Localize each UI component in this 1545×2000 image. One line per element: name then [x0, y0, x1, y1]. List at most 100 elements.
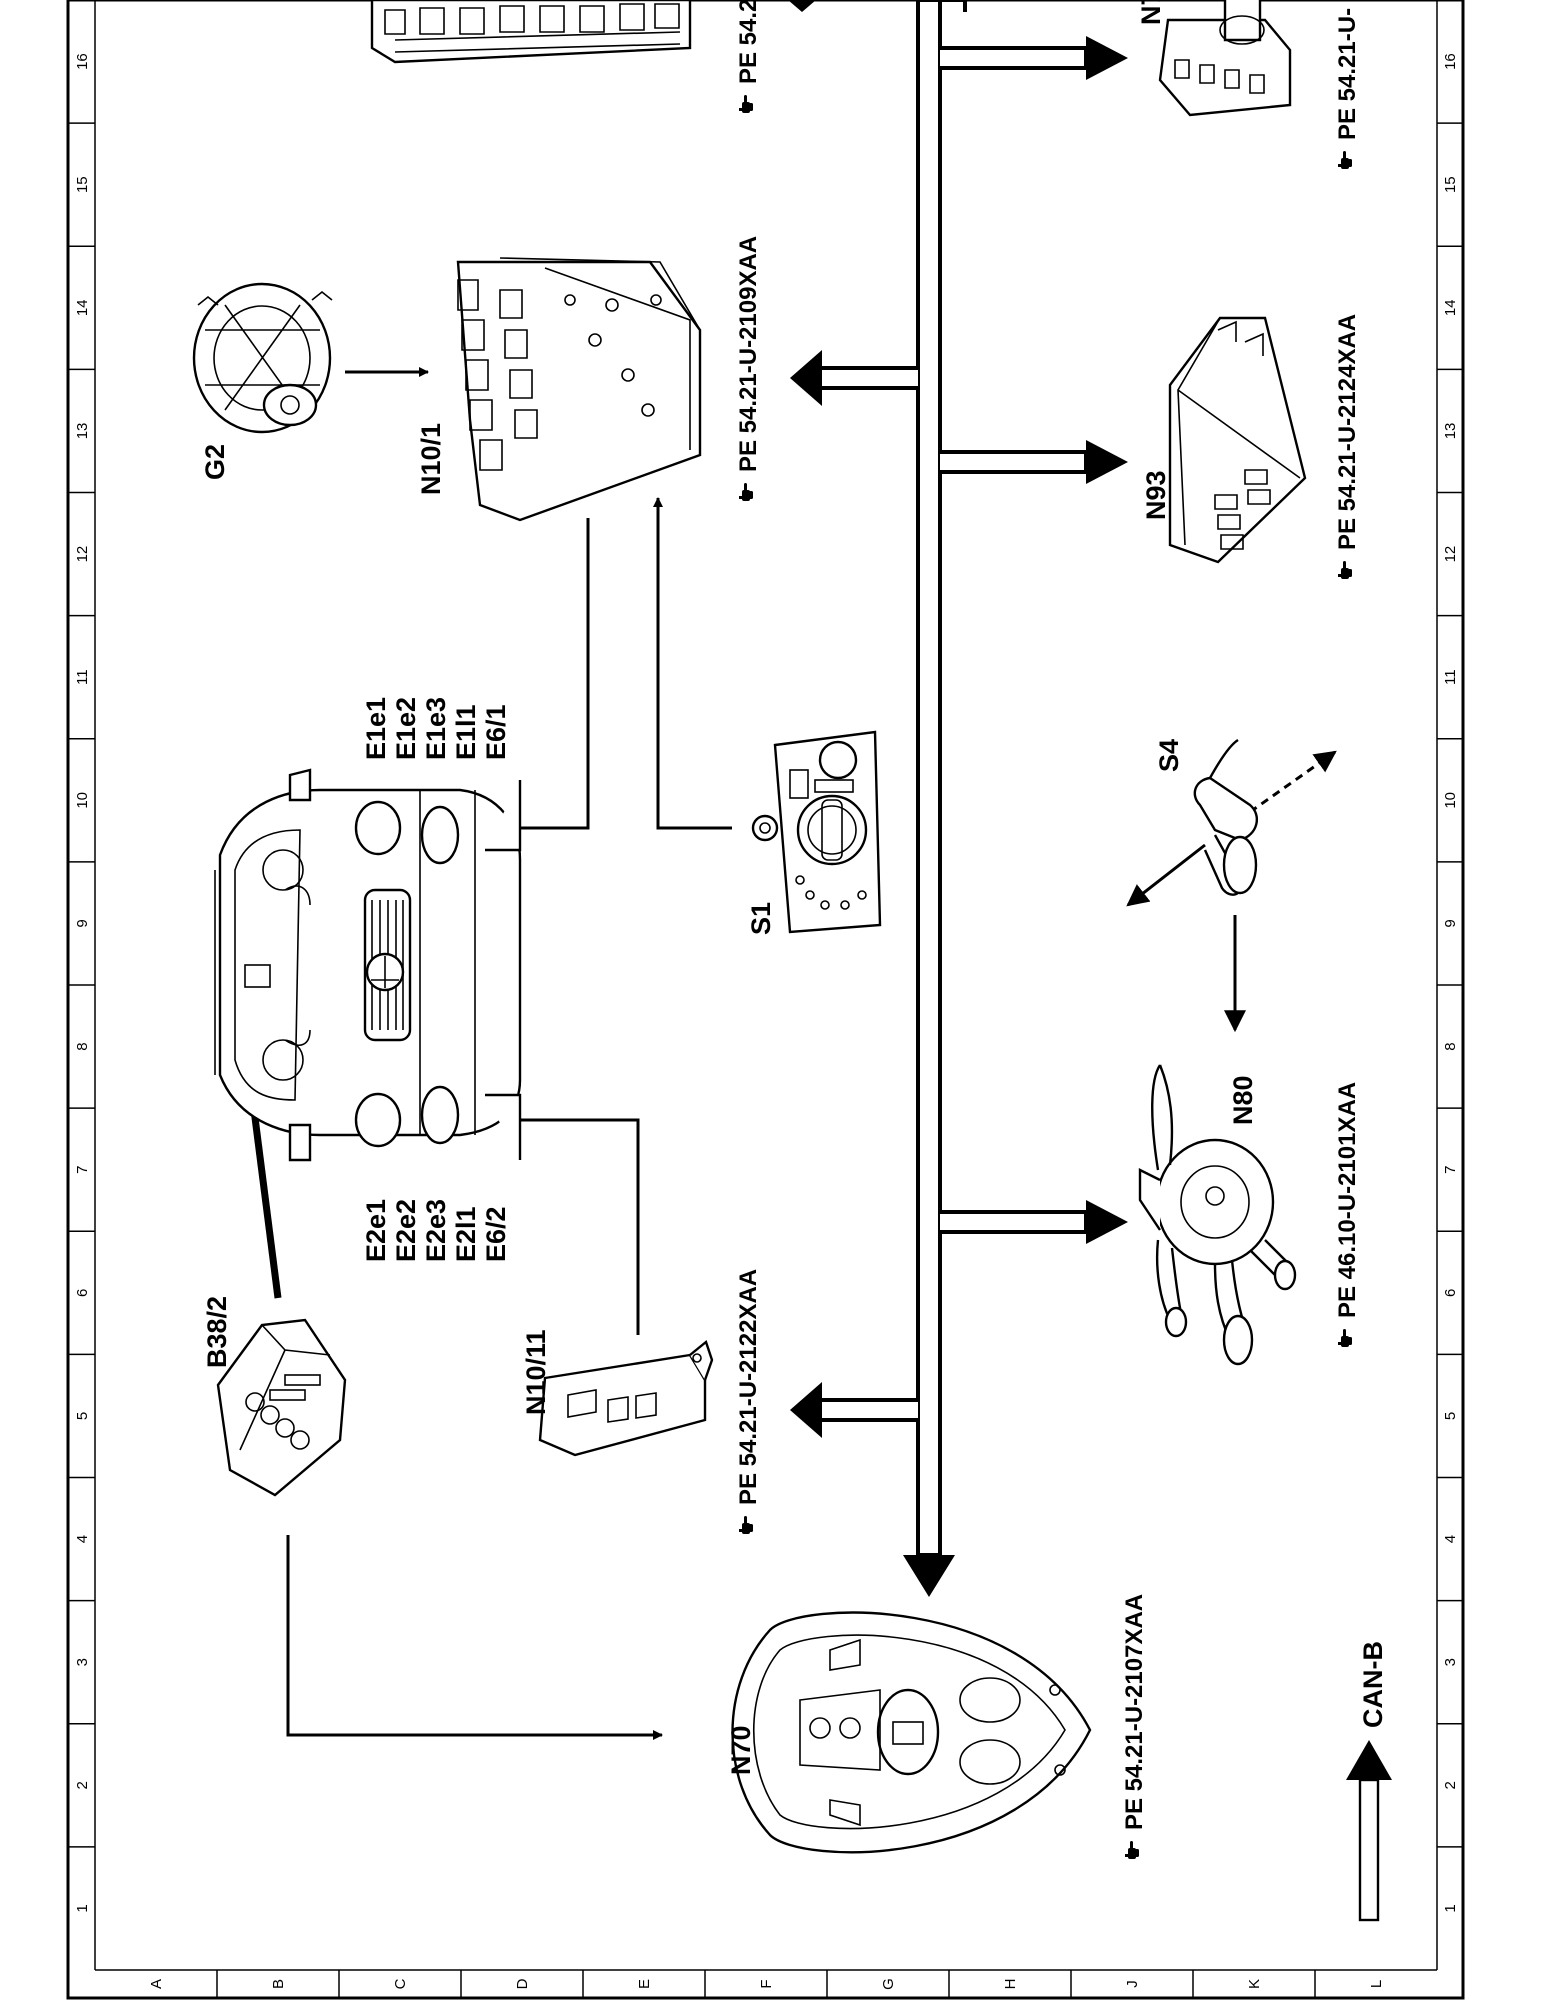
label-s1: S1 [746, 902, 776, 935]
grid-column-label: 9 [1442, 919, 1459, 927]
grid-column-label: 2 [1442, 1781, 1459, 1789]
can-b-bus [788, 0, 1128, 1597]
upper-module-illustration [370, 0, 692, 64]
grid-row-label: G [880, 1978, 897, 1990]
n93-module-illustration [1168, 316, 1307, 564]
grid-column-label: 14 [74, 299, 91, 316]
label-n10-11: N10/11 [521, 1329, 551, 1415]
grid-row-label: D [514, 1978, 531, 1989]
front-left-lamp-labels: E1e1 E1e2 E1e3 E1l1 E6/1 [361, 697, 511, 760]
n10-1-module-illustration [456, 257, 702, 522]
grid-column-label: 4 [1442, 1535, 1459, 1543]
can-b-legend: CAN-B [1346, 1641, 1392, 1922]
grid-column-label: 11 [74, 669, 91, 685]
pointing-hand-icon [1338, 1329, 1352, 1347]
pointing-hand-icon [739, 95, 753, 113]
grid-column-label: 8 [1442, 1042, 1459, 1050]
ref-n7-text: PE 54.21-U- [1334, 8, 1361, 140]
grid-row-label: K [1246, 1979, 1263, 1989]
grid-column-label: 6 [1442, 1289, 1459, 1297]
grid-column-label: 8 [74, 1042, 91, 1050]
grid-column-label: 7 [1442, 1166, 1459, 1174]
label-n80: N80 [1228, 1075, 1258, 1125]
label-e2e2: E2e2 [391, 1199, 421, 1262]
ref-n10-1[interactable]: PE 54.21-U-2109XAA [735, 236, 762, 501]
label-n70: N70 [726, 1725, 756, 1775]
grid-column-label: 12 [74, 546, 91, 563]
label-e1e1: E1e1 [361, 697, 391, 760]
ref-n10-11-text: PE 54.21-U-2122XAA [735, 1269, 762, 1505]
pointing-hand-icon [1125, 1841, 1139, 1859]
grid-column-label: 13 [1442, 423, 1459, 440]
grid-column-label: 15 [1442, 176, 1459, 193]
label-e1e2: E1e2 [391, 697, 421, 760]
ref-top-partial[interactable]: PE 54.2 [735, 0, 762, 113]
grid-column-label: 3 [74, 1658, 91, 1666]
label-g2: G2 [200, 444, 230, 480]
s1-light-switch-illustration [751, 730, 882, 934]
ref-n70[interactable]: PE 54.21-U-2107XAA [1121, 1594, 1148, 1859]
n7-module-illustration [1158, 0, 1292, 117]
grid-column-label: 4 [74, 1535, 91, 1543]
pointing-hand-icon [739, 1516, 753, 1534]
label-e2e3: E2e3 [421, 1199, 451, 1262]
label-n93: N93 [1141, 470, 1171, 520]
vehicle-front-illustration [214, 768, 522, 1162]
label-e6-2: E6/2 [481, 1206, 511, 1262]
label-e6-1: E6/1 [481, 704, 511, 760]
legend-can-b-label: CAN-B [1358, 1641, 1388, 1728]
grid-column-label: 9 [74, 919, 91, 927]
grid-column-label: 5 [1442, 1412, 1459, 1420]
grid-column-label: 1 [1442, 1904, 1459, 1912]
grid-column-label: 7 [74, 1166, 91, 1174]
grid-row-label: J [1124, 1980, 1141, 1988]
grid-row-label: B [270, 1979, 287, 1989]
n80-steering-module-illustration [1138, 1064, 1297, 1366]
grid-column-label: 10 [1442, 792, 1459, 809]
grid-column-label: 16 [1442, 53, 1459, 70]
label-e1l1: E1l1 [451, 704, 481, 760]
grid-column-label: 16 [74, 53, 91, 70]
grid-column-label: 2 [74, 1781, 91, 1789]
grid-row-label: E [636, 1979, 653, 1989]
grid-column-label: 11 [1442, 669, 1459, 685]
label-e2l1: E2l1 [451, 1206, 481, 1262]
label-n7: N7 [1136, 0, 1166, 25]
ref-n80-text: PE 46.10-U-2101XAA [1334, 1082, 1361, 1318]
ref-n93[interactable]: PE 54.21-U-2124XAA [1334, 314, 1361, 579]
label-s4: S4 [1154, 739, 1184, 772]
ref-n80[interactable]: PE 46.10-U-2101XAA [1334, 1082, 1361, 1347]
b38-2-sensor-illustration [216, 1318, 347, 1497]
ref-n7[interactable]: PE 54.21-U- [1334, 8, 1361, 169]
grid-column-label: 3 [1442, 1658, 1459, 1666]
s4-stalk-illustration [1193, 738, 1259, 896]
pointing-hand-icon [1338, 561, 1352, 579]
ref-n10-11[interactable]: PE 54.21-U-2122XAA [735, 1269, 762, 1534]
ref-n93-text: PE 54.21-U-2124XAA [1334, 314, 1361, 550]
front-right-lamp-labels: E2e1 E2e2 E2e3 E2l1 E6/2 [361, 1199, 511, 1262]
pointing-hand-icon [1338, 151, 1352, 169]
grid-column-label: 15 [74, 176, 91, 193]
label-e2e1: E2e1 [361, 1199, 391, 1262]
grid-column-label: 1 [74, 1904, 91, 1912]
grid-column-label: 13 [74, 423, 91, 440]
label-e1e3: E1e3 [421, 697, 451, 760]
label-b38-2: B38/2 [202, 1296, 232, 1368]
grid-column-label: 6 [74, 1289, 91, 1297]
grid-column-label: 5 [74, 1412, 91, 1420]
grid-row-label: H [1002, 1979, 1019, 1990]
ref-top-partial-text: PE 54.2 [735, 0, 762, 84]
grid-row-label: F [758, 1979, 775, 1988]
n10-11-module-illustration [538, 1339, 714, 1457]
pointing-hand-icon [739, 483, 753, 501]
ref-n10-1-text: PE 54.21-U-2109XAA [735, 236, 762, 472]
g2-alternator-illustration [192, 282, 333, 434]
grid-row-label: A [148, 1979, 165, 1989]
grid-column-label: 10 [74, 792, 91, 809]
grid-column-label: 12 [1442, 546, 1459, 563]
label-n10-1: N10/1 [416, 423, 446, 495]
component-labels: G2 N10/1 N7 N93 S1 S4 N80 B38/2 N10/11 N… [200, 0, 1258, 1775]
n70-overhead-panel-illustration [731, 1611, 1092, 1854]
